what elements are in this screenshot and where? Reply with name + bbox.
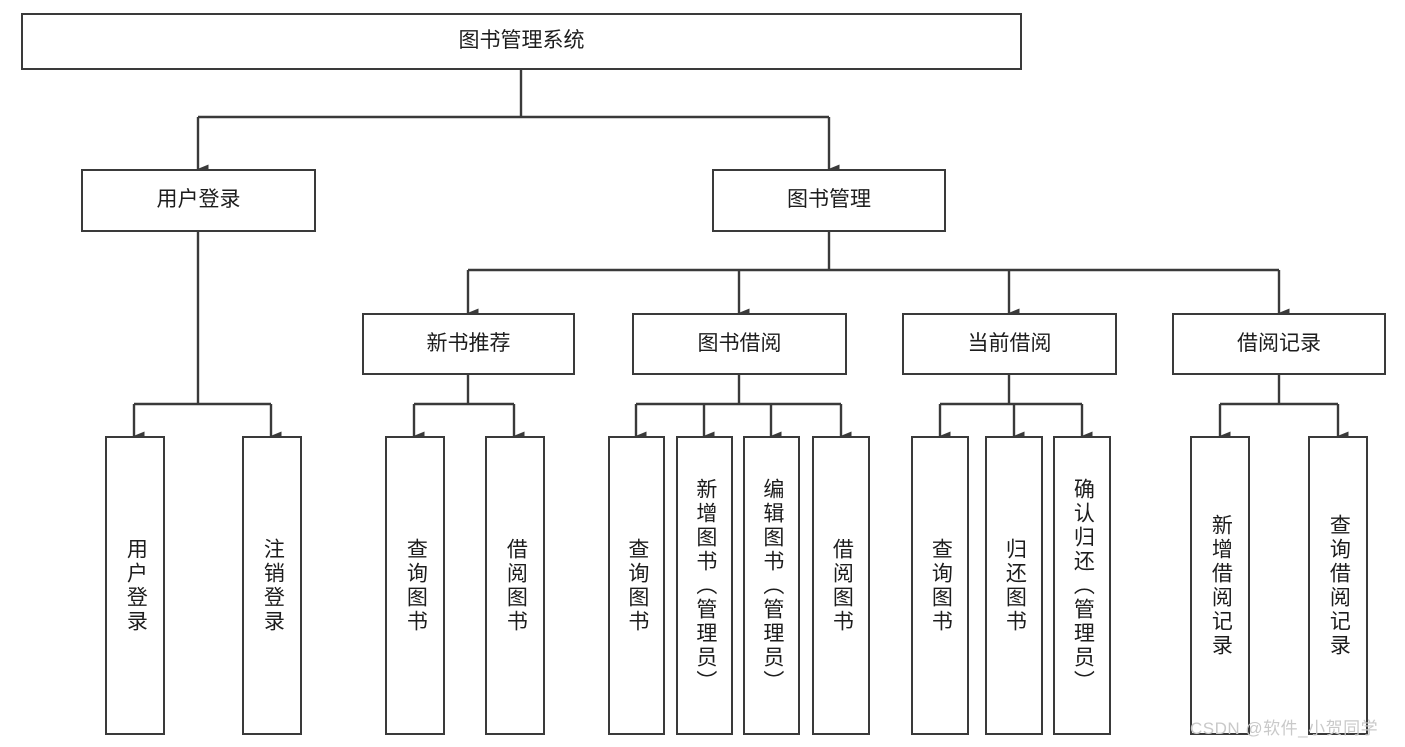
node-label: 图书管理系统 <box>458 29 585 53</box>
node-label: 用户登录 <box>124 537 148 634</box>
leaf-node-查询借阅记录-12: 查询借阅记录 <box>1308 436 1368 735</box>
node-label: 用户登录 <box>156 188 241 212</box>
node-label: 编辑图书（管理员） <box>760 477 784 694</box>
node-label: 查询借阅记录 <box>1327 513 1351 658</box>
leaf-node-新增图书管理员-5: 新增图书（管理员） <box>676 436 733 735</box>
leaf-node-查询图书-8: 查询图书 <box>911 436 969 735</box>
leaf-node-编辑图书管理员-6: 编辑图书（管理员） <box>743 436 800 735</box>
node-label: 查询图书 <box>929 537 953 634</box>
node-label: 新增借阅记录 <box>1209 513 1233 658</box>
level3-node-新书推荐-0: 新书推荐 <box>362 313 575 375</box>
leaf-node-查询图书-4: 查询图书 <box>608 436 665 735</box>
level3-node-图书借阅-1: 图书借阅 <box>632 313 847 375</box>
level3-node-借阅记录-3: 借阅记录 <box>1172 313 1386 375</box>
node-label: 查询图书 <box>625 537 649 634</box>
root-node-图书管理系统: 图书管理系统 <box>21 13 1022 70</box>
node-label: 图书借阅 <box>697 331 782 355</box>
leaf-node-确认归还管理员-10: 确认归还（管理员） <box>1053 436 1111 735</box>
watermark: CSDN @软件_小贺同学 <box>1190 719 1379 738</box>
leaf-node-查询图书-2: 查询图书 <box>385 436 445 735</box>
node-label: 借阅记录 <box>1237 331 1321 355</box>
leaf-node-归还图书-9: 归还图书 <box>985 436 1043 735</box>
leaf-node-借阅图书-3: 借阅图书 <box>485 436 545 735</box>
level2-node-图书管理-1: 图书管理 <box>712 169 946 232</box>
leaf-node-借阅图书-7: 借阅图书 <box>812 436 870 735</box>
node-label: 归还图书 <box>1003 537 1027 634</box>
node-label: 新书推荐 <box>426 331 511 355</box>
node-label: 借阅图书 <box>504 537 528 634</box>
level3-node-当前借阅-2: 当前借阅 <box>902 313 1117 375</box>
leaf-node-注销登录-1: 注销登录 <box>242 436 302 735</box>
level2-node-用户登录-0: 用户登录 <box>81 169 316 232</box>
node-label: 确认归还（管理员） <box>1071 477 1095 694</box>
leaf-node-新增借阅记录-11: 新增借阅记录 <box>1190 436 1250 735</box>
node-label: 当前借阅 <box>967 331 1052 355</box>
node-label: 注销登录 <box>261 537 285 634</box>
node-label: 图书管理 <box>787 188 871 212</box>
node-label: 新增图书（管理员） <box>693 477 717 694</box>
node-label: 借阅图书 <box>830 537 854 634</box>
node-label: 查询图书 <box>404 537 428 634</box>
leaf-node-用户登录-0: 用户登录 <box>105 436 165 735</box>
